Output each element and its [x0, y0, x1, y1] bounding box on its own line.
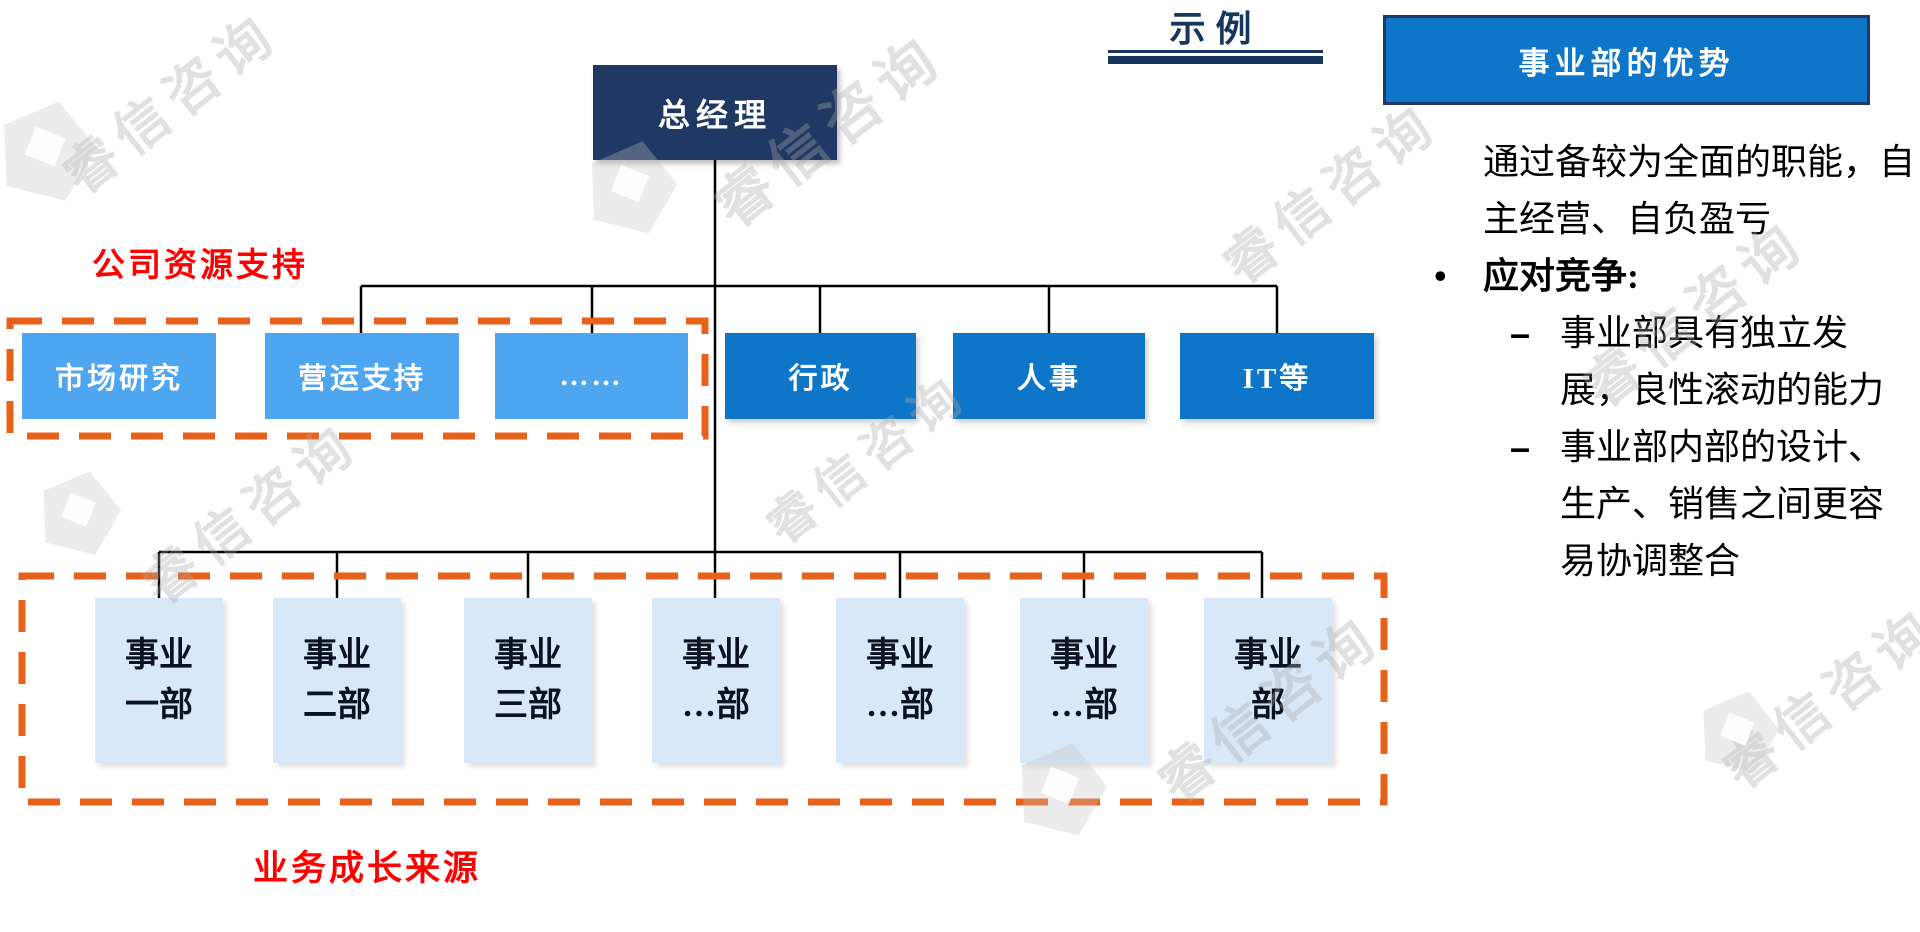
side-panel-intro: 通过备较为全面的职能，自主经营、自负盈亏: [1483, 142, 1916, 239]
side-panel-dash-item: – 事业部内部的设计、生产、销售之间更容易协调整合: [1410, 419, 1918, 590]
example-underline: [1108, 50, 1323, 53]
org-box-market-research: 市场研究: [22, 333, 216, 419]
org-box-division-n2: 事业…部: [836, 598, 964, 763]
org-box-division-n1: 事业…部: [652, 598, 780, 763]
side-panel-dash-item: – 事业部具有独立发展，良性滚动的能力: [1410, 305, 1918, 419]
org-box-division-3: 事业三部: [464, 598, 592, 763]
company-resources-frame: [6, 317, 709, 440]
org-box-ellipsis: ……: [495, 333, 688, 419]
org-box-administration: 行政: [725, 333, 916, 419]
org-box-division-last: 事业部: [1204, 598, 1332, 763]
example-tag: 示例: [1169, 9, 1262, 49]
org-box-division-n3: 事业…部: [1020, 598, 1148, 763]
org-box-division-1: 事业一部: [95, 598, 223, 763]
org-box-division-2: 事业二部: [273, 598, 401, 763]
org-box-it: IT等: [1180, 333, 1374, 419]
company-resources-label: 公司资源支持: [92, 248, 308, 284]
dash-marker: –: [1510, 427, 1531, 468]
side-panel-body: 通过备较为全面的职能，自主经营、自负盈亏 • 应对竞争: – 事业部具有独立发展…: [1410, 134, 1918, 590]
side-panel-bullet-heading: • 应对竞争:: [1410, 248, 1918, 305]
org-box-general-manager: 总经理: [593, 65, 837, 160]
org-box-hr: 人事: [953, 333, 1145, 419]
business-growth-label: 业务成长来源: [253, 849, 482, 888]
side-panel-title: 事业部的优势: [1383, 15, 1870, 105]
business-growth-frame: [18, 572, 1388, 806]
bullet-marker: •: [1434, 256, 1447, 296]
dash-marker: –: [1510, 313, 1531, 354]
org-box-operations-support: 营运支持: [265, 333, 459, 419]
example-underline: [1108, 56, 1323, 64]
